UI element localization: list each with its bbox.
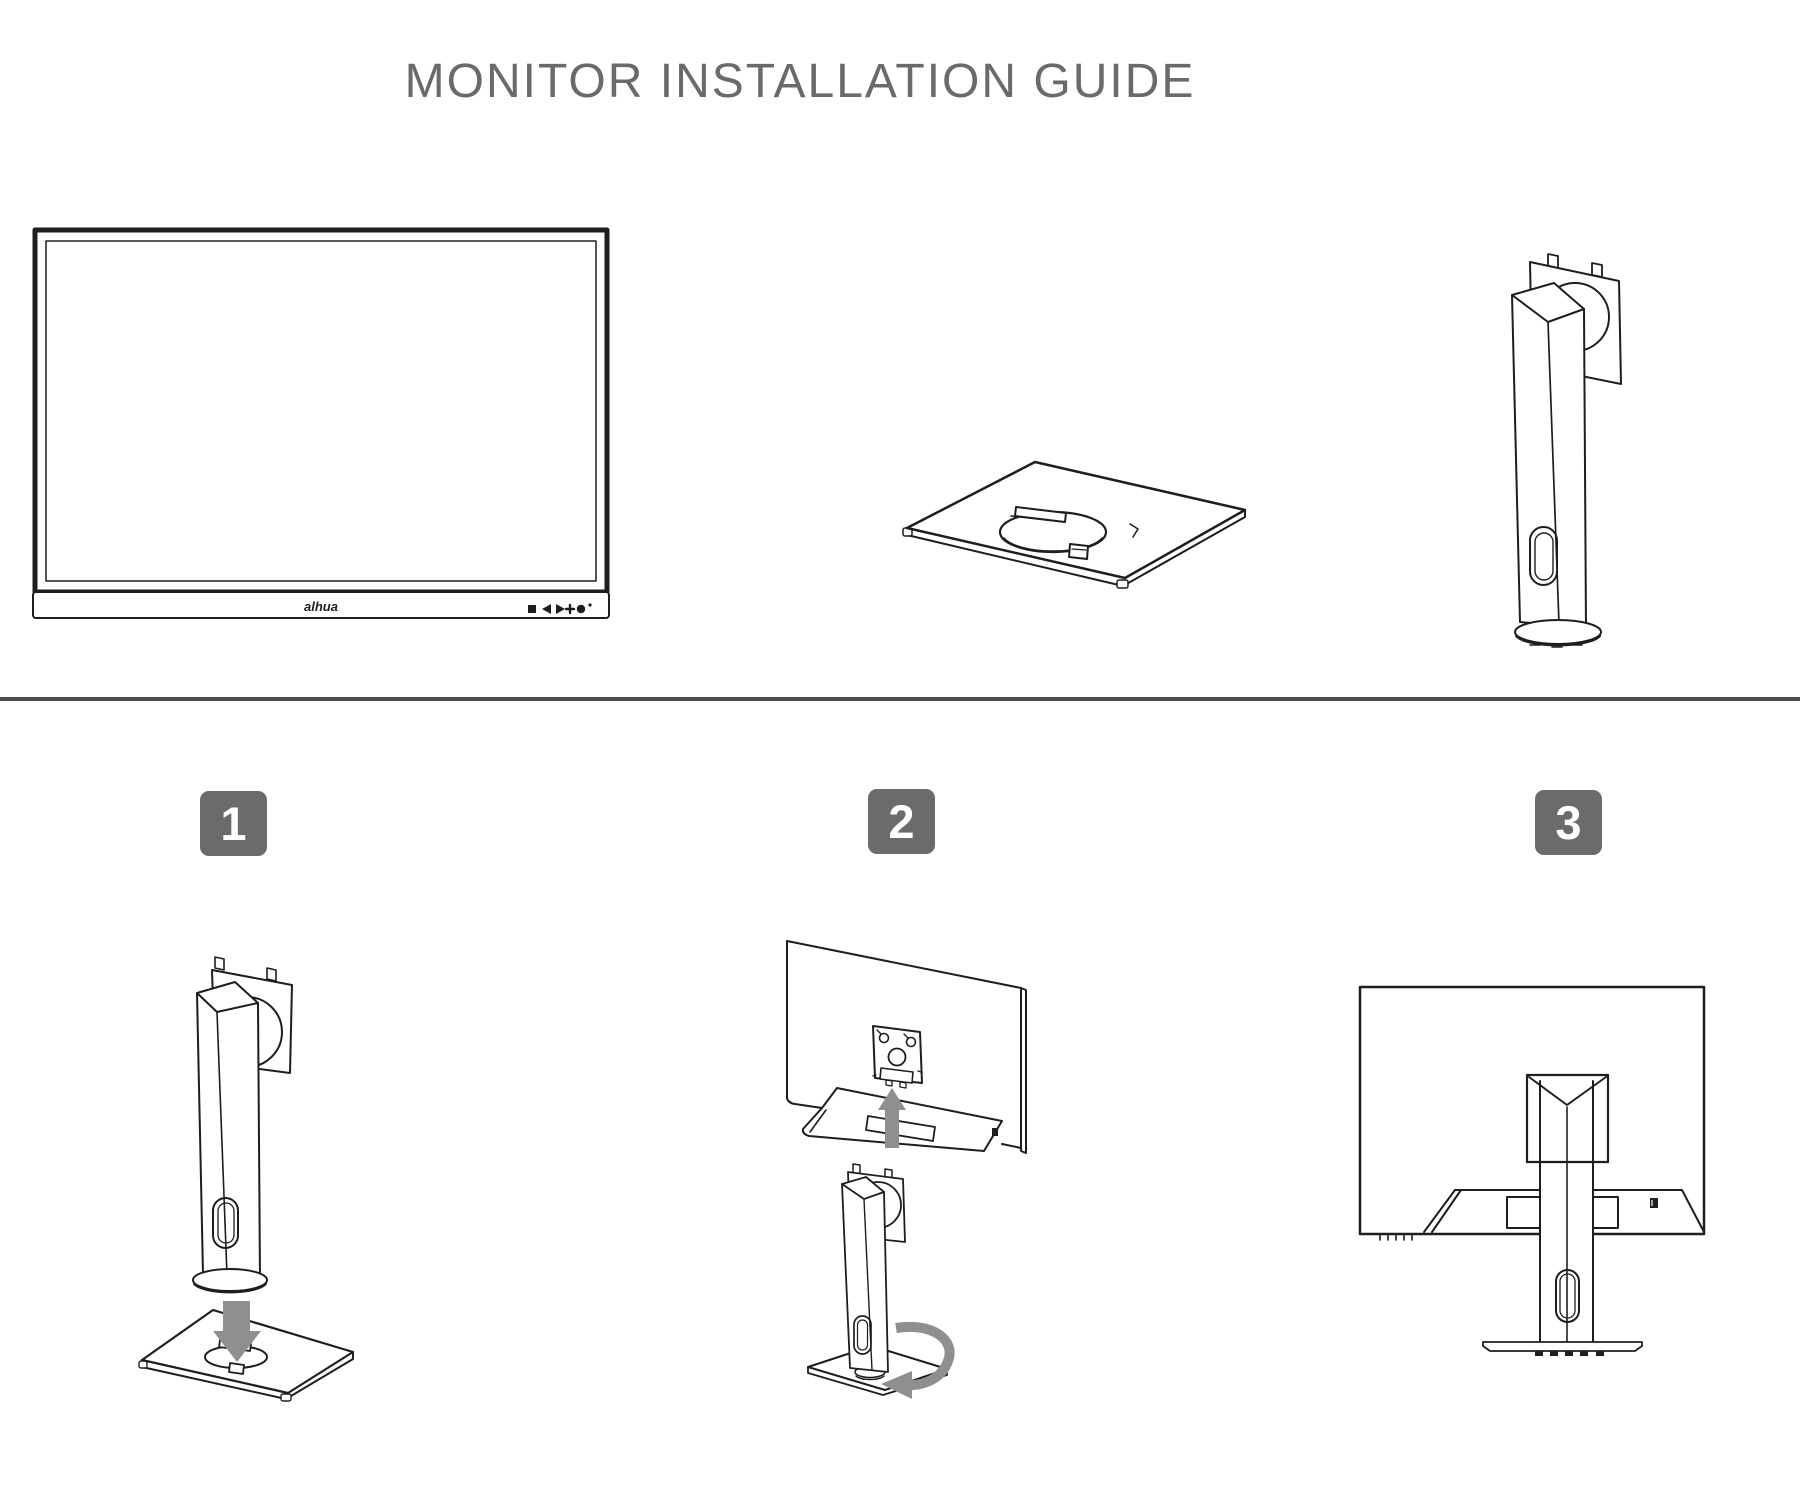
stand-illustration [1511,253,1622,648]
base-plate-illustration [902,460,1247,589]
step-2-badge: 2 [868,789,935,854]
step3-base-edge [1482,1341,1643,1356]
step1-stand [192,956,293,1294]
step-1-illustration [138,956,355,1402]
step-2-number: 2 [888,795,915,848]
step2-stand-assembly [807,1163,948,1396]
page-title: MONITOR INSTALLATION GUIDE [404,55,1196,108]
base-plate [902,460,1247,589]
step2-vesa-mount [872,1025,923,1089]
down-arrow-icon [213,1301,261,1362]
step-1-badge: 1 [200,791,267,856]
up-arrow-icon [878,1088,906,1148]
kensington-lock-icon [1650,1198,1658,1208]
step2-monitor-back [786,940,1027,1154]
monitor-front-illustration: alhua [32,227,610,619]
step-1-number: 1 [220,797,247,850]
step3-stand-column [1525,1073,1610,1346]
monitor-screen [32,227,610,595]
monitor-bottom-bezel: alhua [32,591,610,619]
stand-column [1511,282,1587,629]
step-3-number: 3 [1555,796,1582,849]
step3-monitor-back [1358,985,1706,1241]
brand-logo: alhua [304,599,338,614]
control-buttons-icons [528,603,592,615]
step-2-illustration [786,940,1027,1399]
stand-base-hub [1514,619,1602,648]
section-divider [0,697,1800,701]
step-3-badge: 3 [1535,790,1602,855]
port-ticks [1379,1234,1413,1241]
rotate-arrow-icon [881,1321,955,1399]
step1-base-plate [138,1308,355,1402]
step-3-illustration [1358,985,1706,1356]
